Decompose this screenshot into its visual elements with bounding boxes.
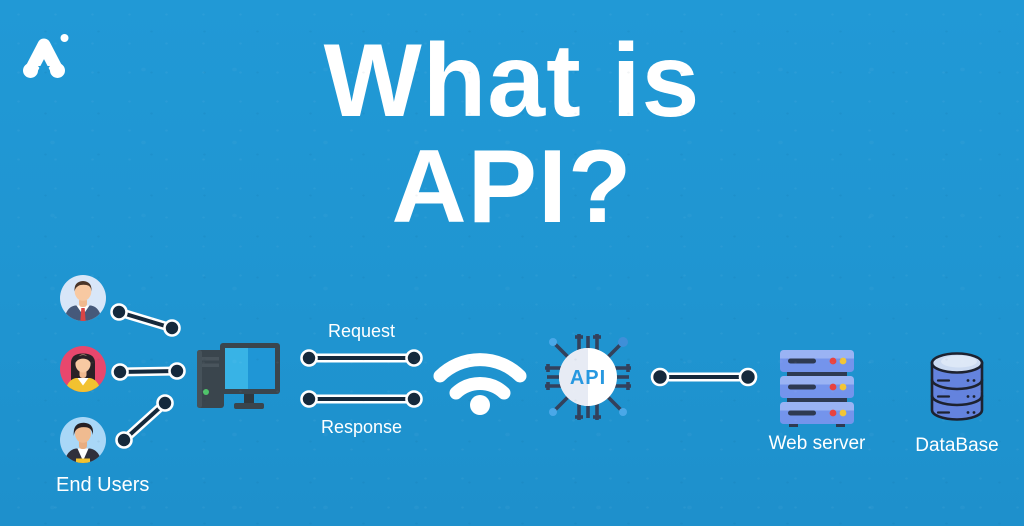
wifi-signal-icon — [433, 353, 527, 415]
page-title: What is API? — [0, 28, 1024, 240]
end-users-label: End Users — [56, 474, 150, 496]
avatar-businesswoman — [60, 346, 106, 392]
connector-user2-computer — [111, 362, 186, 381]
desktop-computer-icon — [197, 343, 280, 409]
response-label: Response — [320, 417, 403, 437]
avatar-young-man — [60, 417, 106, 463]
api-circuit-chip-icon: API — [545, 334, 631, 420]
connector-user1-computer — [110, 303, 181, 337]
connector-api-server — [650, 367, 758, 387]
title-line-1: What is — [323, 23, 701, 139]
title-line-2: API? — [391, 129, 633, 246]
database-label: DataBase — [915, 435, 999, 456]
database-cylinder-icon — [930, 352, 984, 421]
network-wifi — [428, 338, 532, 416]
brand-logo — [20, 28, 70, 80]
avatar-businessman — [60, 275, 106, 321]
database — [928, 349, 986, 425]
client-computer — [196, 343, 280, 413]
server-rack-icon — [780, 350, 854, 427]
api-chip: API — [542, 331, 634, 423]
request-label: Request — [327, 321, 396, 341]
businesswoman-avatar-icon — [60, 346, 106, 392]
web-server-label: Web server — [768, 433, 866, 454]
connector-user3-computer — [115, 394, 174, 449]
company-a-mark-icon — [23, 34, 69, 78]
api-chip-label: API — [570, 367, 606, 389]
connector-response — [300, 390, 423, 408]
connector-request — [300, 349, 423, 367]
web-server — [780, 350, 854, 428]
young-man-avatar-icon — [60, 417, 106, 463]
businessman-avatar-icon — [60, 275, 106, 321]
